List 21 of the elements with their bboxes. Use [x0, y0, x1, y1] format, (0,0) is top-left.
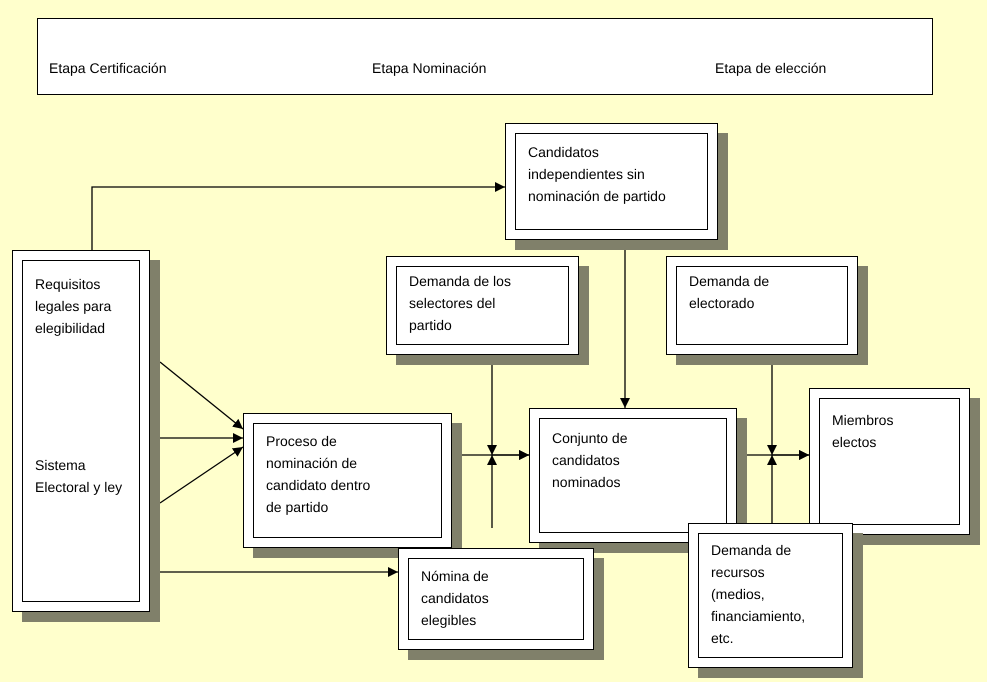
- arrow: [160, 446, 244, 504]
- arrow: [487, 450, 529, 528]
- box-text: Demanda de electorado: [689, 272, 770, 313]
- stage-label: Etapa Nominación: [372, 59, 488, 78]
- stage-label: Etapa de elección: [715, 59, 828, 78]
- stage-label: Etapa Certificación: [49, 59, 168, 78]
- arrow: [160, 362, 244, 430]
- box-text: Candidatos independientes sin nominación de partido: [528, 143, 667, 206]
- box-text: Proceso de nominación de candidato dentro de partido: [266, 432, 372, 517]
- arrow: [160, 567, 398, 577]
- box-text: Nómina de candidatos elegibles: [421, 567, 490, 630]
- box-text: Sistema Electoral y ley: [35, 456, 124, 497]
- box-text: Miembros electos: [832, 411, 894, 452]
- arrow: [91, 182, 505, 250]
- box-text: Conjunto de candidatos nominados: [552, 429, 629, 492]
- box-text: Demanda de los selectores del partido: [409, 272, 512, 335]
- box-text: Requisitos legales para elegibilidad: [35, 275, 112, 338]
- stage-header-bar: [37, 18, 933, 95]
- box-text: Demanda de recursos (medios, financiamiento, etc.: [711, 541, 806, 648]
- arrow: [620, 250, 630, 408]
- arrow: [767, 450, 809, 523]
